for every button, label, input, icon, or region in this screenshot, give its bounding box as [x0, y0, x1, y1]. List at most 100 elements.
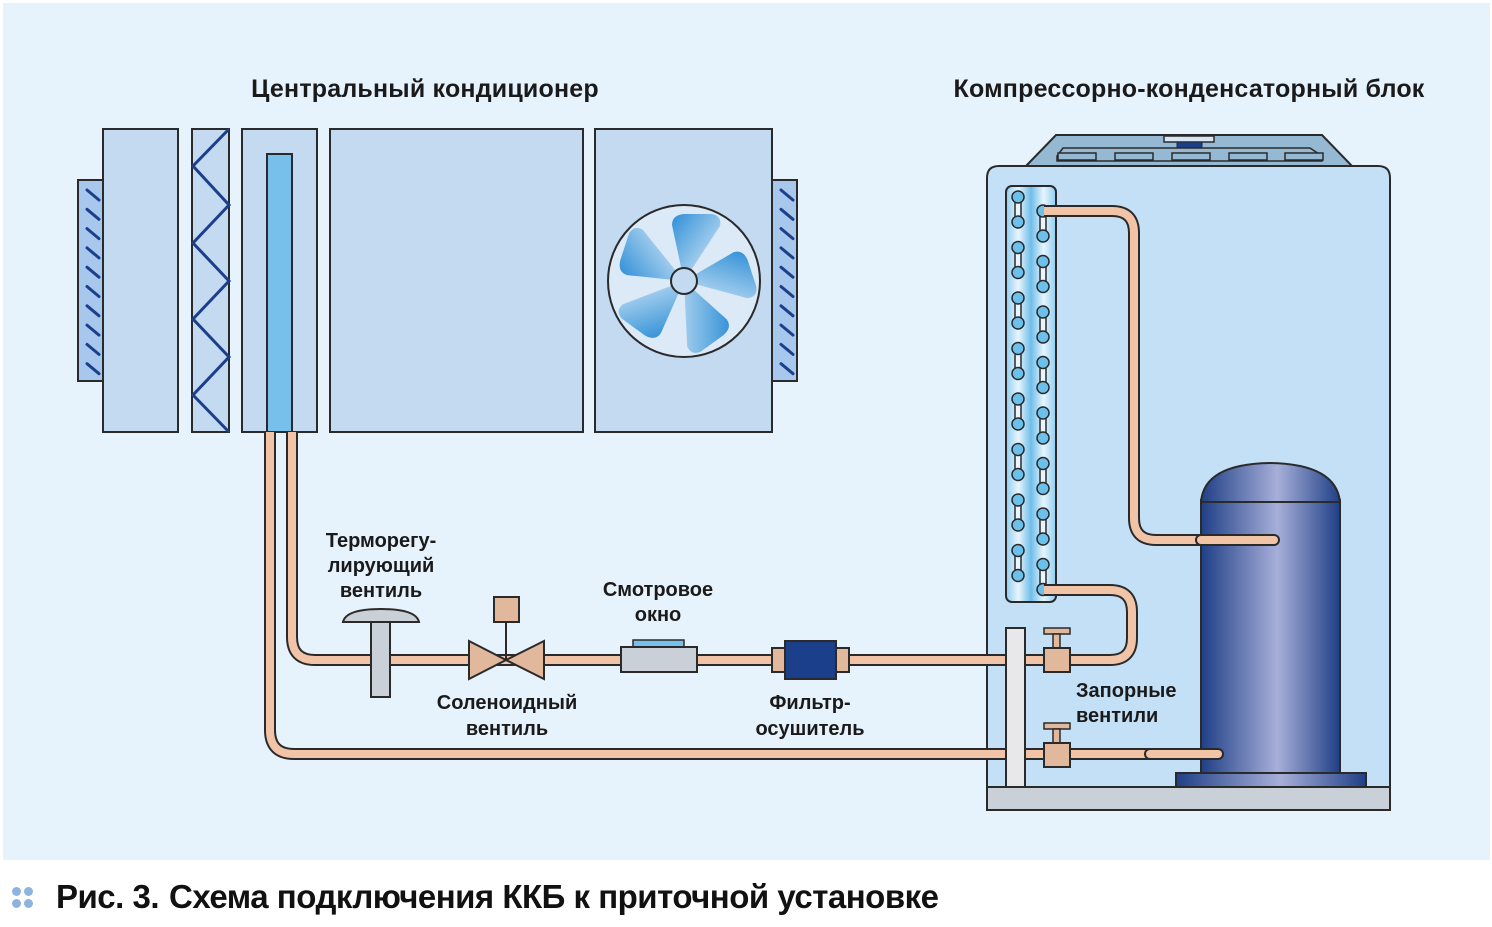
coil-tube-end — [1011, 417, 1025, 431]
coil-tube-end — [1036, 532, 1050, 546]
condensing-unit-title: Компрессорно-конденсаторный блок — [954, 75, 1425, 103]
fan-blade — [618, 281, 684, 338]
grille-slat — [85, 265, 101, 279]
coil-tube-end — [1011, 190, 1025, 204]
grille-slat — [779, 342, 795, 356]
unit-roof — [1023, 134, 1355, 167]
txv-label-line1: Терморегу- — [326, 530, 437, 552]
roof-vent-slot — [1171, 152, 1211, 161]
txv-label-line2: лирующий — [328, 555, 435, 577]
grille-slat — [85, 285, 101, 298]
coil-tube-end — [1036, 431, 1050, 445]
fan-blade — [684, 281, 729, 353]
grille-slat — [85, 207, 101, 221]
condenser-coil — [1005, 185, 1057, 603]
blank-section — [329, 128, 584, 433]
grille-slat — [779, 362, 795, 376]
coil-tube-end — [1011, 316, 1025, 330]
discharge-line — [1044, 207, 1274, 544]
grille-slat — [85, 342, 101, 356]
grille-slat — [85, 362, 101, 376]
grille-slat — [85, 246, 101, 260]
fan-blade — [619, 227, 684, 281]
refrigeration-schematic: Центральный кондиционер Компрессорно-кон… — [77, 75, 1425, 811]
filter-drier-label-line1: Фильтр- — [769, 692, 850, 714]
coil-tube-end — [1011, 215, 1025, 229]
thermostatic-expansion-valve — [341, 607, 421, 698]
refrigerant-piping — [264, 205, 1274, 760]
grille-slat — [85, 323, 101, 337]
roof-vent-slot — [1057, 152, 1097, 161]
suction-line — [266, 432, 1220, 758]
coil-tube-end — [1036, 456, 1050, 471]
roof-vent-slot — [1228, 152, 1268, 161]
intake-grille — [77, 179, 104, 382]
coil-tube-end — [1011, 366, 1025, 381]
shutoff-valves-label-line2: вентили — [1076, 705, 1158, 727]
grille-slat — [779, 188, 795, 202]
intake-section — [102, 128, 179, 433]
coil-tube-end — [1011, 493, 1025, 507]
solenoid-label-line2: вентиль — [466, 718, 548, 740]
fan-blade — [684, 251, 757, 299]
txv-label-line3: вентиль — [340, 580, 422, 602]
solenoid-label-line1: Соленоидный — [437, 692, 577, 714]
filter-drier-label-line2: осушитель — [755, 718, 864, 740]
compressor-pipe-stubs — [1144, 534, 1280, 760]
grille-slat — [779, 207, 795, 221]
coil-tube-end — [1036, 254, 1050, 269]
coil-tube-end — [1011, 291, 1025, 305]
compressor — [1175, 461, 1367, 788]
grille-slat — [779, 323, 795, 337]
coil-tube-end — [1036, 229, 1050, 243]
coil-tube-end — [1011, 392, 1025, 406]
coil-tube-end — [1011, 518, 1025, 532]
sight-glass-label-line2: окно — [635, 604, 682, 626]
shutoff-valve-upper — [1043, 627, 1071, 673]
sight-glass — [620, 639, 698, 673]
coil-tube-end — [1036, 481, 1050, 496]
coil-tube-end — [1011, 341, 1025, 356]
double-dot-bullet-icon — [8, 883, 38, 911]
fan-icon — [607, 204, 761, 358]
roof-vent-slot — [1114, 152, 1154, 161]
central-ac-unit — [77, 127, 798, 434]
outlet-grille — [771, 179, 798, 382]
service-panel — [1005, 627, 1026, 788]
fan-section — [594, 128, 773, 433]
coil-tube-end — [1011, 568, 1025, 583]
coil-tube-end — [1011, 467, 1025, 482]
grille-slat — [85, 304, 101, 318]
coil-tube-end — [1011, 240, 1025, 255]
coil-tube-end — [1011, 442, 1025, 457]
shutoff-valve-lower — [1043, 722, 1071, 768]
roof-vent-slot — [1284, 152, 1324, 161]
figure-number: Рис. 3. — [56, 878, 160, 915]
coil-tube-end — [1011, 265, 1025, 280]
coil-tube-end — [1036, 507, 1050, 521]
grille-slat — [85, 227, 101, 241]
unit-base — [986, 786, 1391, 811]
coil-tube-end — [1036, 330, 1050, 344]
figure-caption-text: Схема подключения ККБ к приточной устано… — [169, 878, 939, 915]
solenoid-valve — [468, 596, 545, 681]
grille-slat — [779, 265, 795, 279]
grille-slat — [85, 188, 101, 202]
coil-tube-end — [1036, 380, 1050, 395]
grille-slat — [779, 285, 795, 298]
liquid-line — [288, 432, 1136, 664]
shutoff-valves-label-line1: Запорные — [1076, 680, 1176, 702]
fan-blade — [672, 214, 721, 281]
filter-drier — [771, 640, 850, 680]
coil-tube-end — [1036, 557, 1050, 572]
filter-section — [190, 127, 232, 434]
grille-slat — [779, 227, 795, 241]
evaporator-coil — [266, 153, 293, 433]
grille-slat — [779, 304, 795, 318]
figure-caption: Рис. 3. Схема подключения ККБ к приточно… — [0, 872, 1492, 922]
grille-slat — [779, 246, 795, 260]
coil-tube-end — [1036, 355, 1050, 370]
central-ac-title: Центральный кондиционер — [251, 75, 599, 103]
coil-tube-end — [1011, 543, 1025, 558]
cooler-section — [241, 128, 318, 433]
